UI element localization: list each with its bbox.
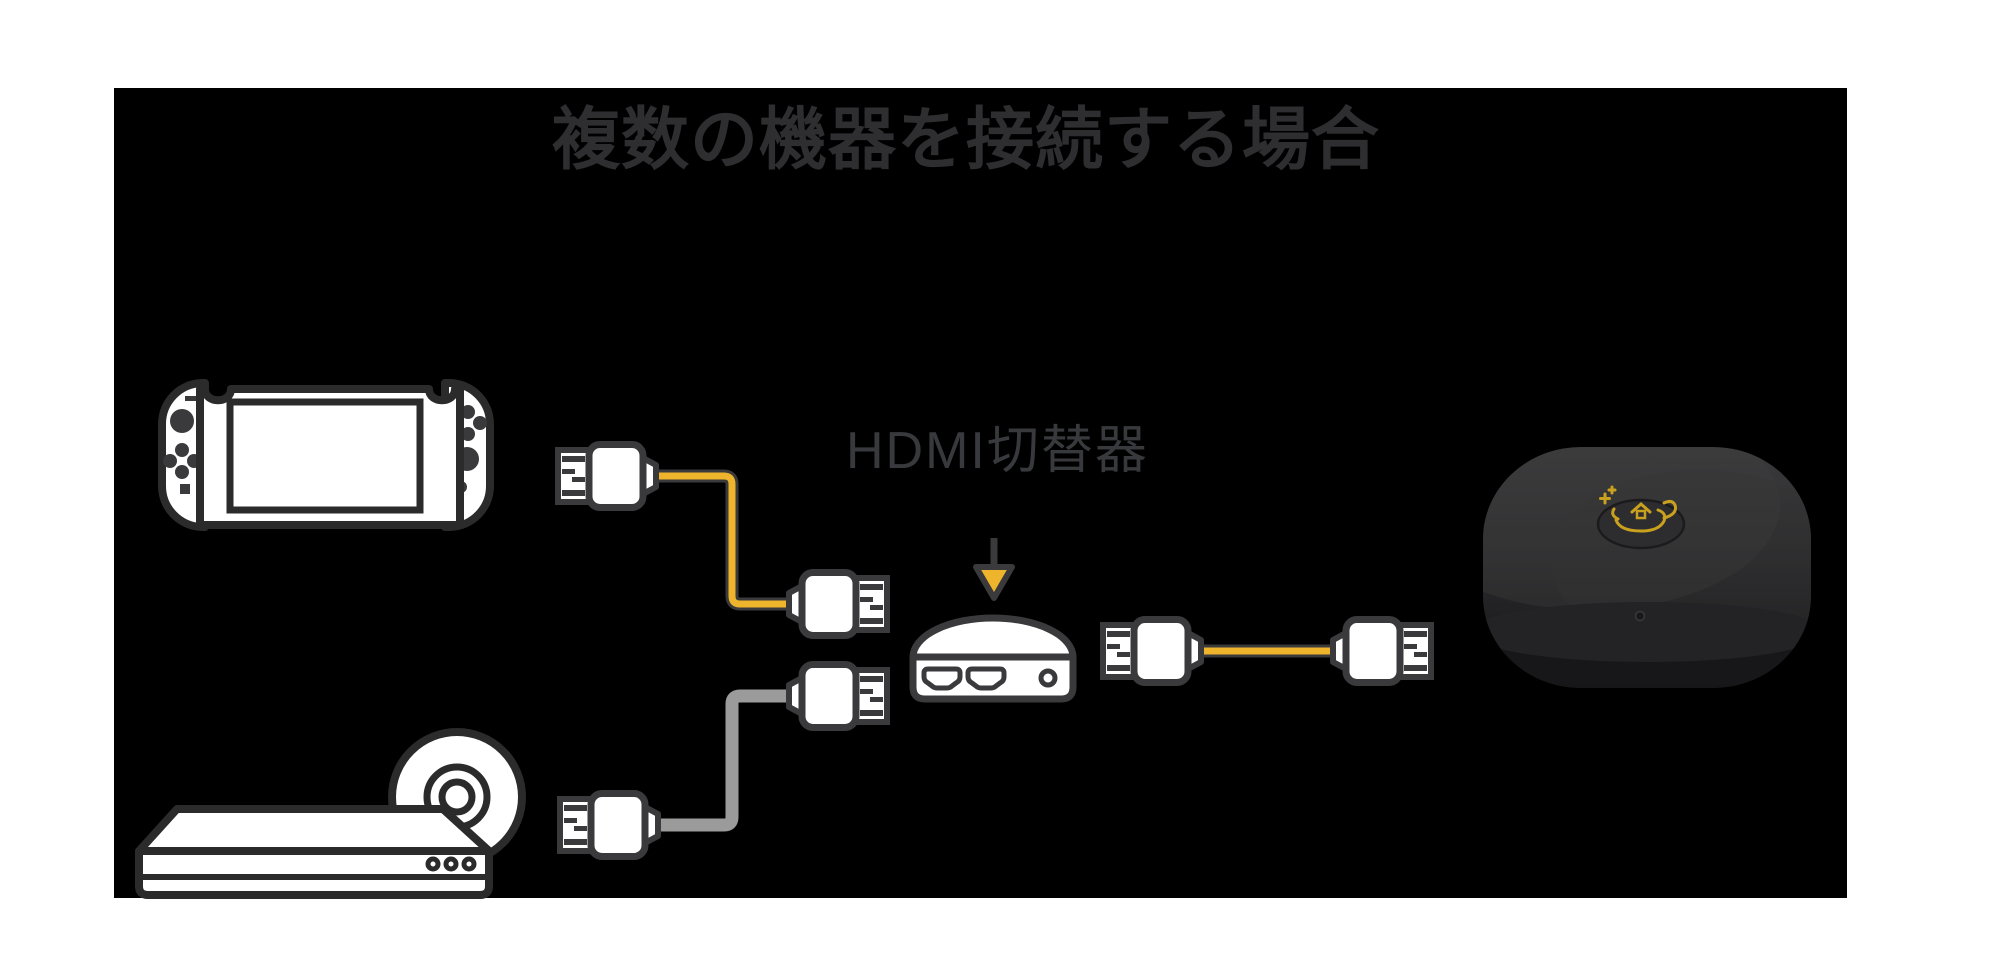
disc-player-illustration (135, 728, 526, 899)
switch-screen (226, 398, 424, 514)
streaming-box-device (1483, 447, 1811, 688)
player-button (425, 856, 441, 872)
capture-button-icon (180, 484, 190, 494)
hdmi-cable-yellow-top (648, 469, 792, 611)
hdmi-connector-switcher-in-1 (786, 569, 890, 639)
hdmi-connectors (555, 441, 1434, 860)
nintendo-switch-illustration (158, 379, 494, 531)
hdmi-cable-gray (650, 689, 790, 832)
left-analog-stick (170, 409, 194, 433)
player-top-face (135, 805, 493, 855)
hdmi-switcher-label: HDMI切替器 (846, 422, 1149, 480)
page-title: 複数の機器を接続する場合 (552, 102, 1381, 178)
hdmi-switcher-device (909, 614, 1077, 703)
device-button (1596, 498, 1686, 550)
hdmi-port (965, 666, 1007, 691)
hdmi-connector-switcher-in-2 (786, 661, 890, 731)
player-button (461, 856, 477, 872)
hdmi-connector-switcher-out (1100, 616, 1204, 686)
magic-lamp-logo-icon (1599, 485, 1677, 533)
hdmi-connector-switch (555, 441, 659, 511)
player-front-face (135, 847, 493, 899)
minus-button-icon (185, 396, 198, 401)
hdmi-port (921, 666, 963, 691)
power-led (1038, 668, 1058, 688)
hdmi-connector-player (557, 790, 661, 860)
hdmi-connector-box-in (1330, 616, 1434, 686)
player-button (443, 856, 459, 872)
down-arrow-icon (973, 538, 1015, 601)
status-led (1634, 610, 1646, 622)
